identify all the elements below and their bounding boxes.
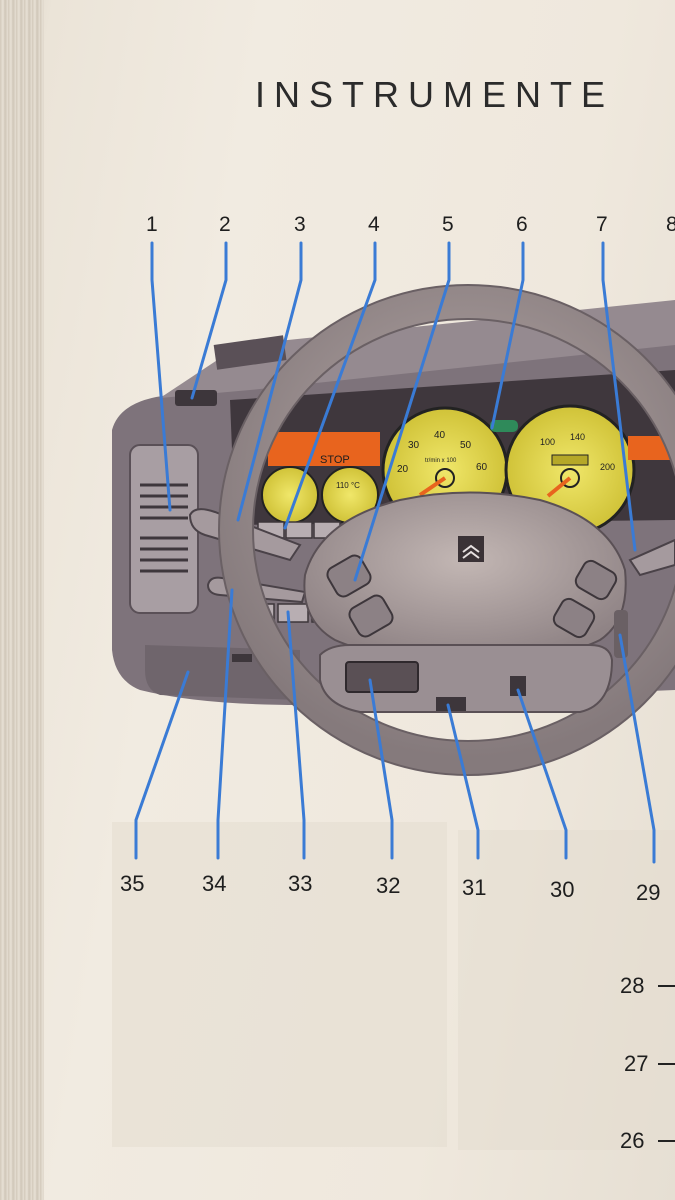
warning-lamp-panel	[268, 432, 380, 466]
callout-28: 28	[620, 973, 645, 998]
tach-label-60: 60	[476, 462, 488, 473]
speedo-label-100: 100	[540, 437, 555, 447]
air-vent	[129, 444, 199, 614]
control-31	[436, 697, 466, 711]
callout-27: 27	[624, 1051, 649, 1076]
callout-line-6	[490, 241, 525, 430]
glovebox-latch	[232, 654, 252, 662]
page-title: INSTRUMENTE	[255, 74, 614, 115]
tach-unit: tr/min x 100	[425, 458, 457, 464]
tach-label-50: 50	[460, 440, 472, 451]
speedometer-hub	[560, 468, 580, 488]
speaker-grille	[213, 335, 287, 370]
hub-buttons-right	[552, 559, 618, 639]
tachometer-hub	[435, 468, 455, 488]
right-stalk	[628, 538, 675, 577]
tach-label-40: 40	[434, 430, 446, 441]
speedo-label-200: 200	[600, 462, 615, 472]
warning-stop-label: STOP	[320, 454, 350, 466]
callout-6: 6	[516, 213, 528, 236]
callout-2: 2	[219, 213, 231, 236]
callout-line-5	[353, 241, 451, 582]
callout-line-1	[150, 241, 172, 512]
callout-33: 33	[288, 871, 313, 896]
callout-7: 7	[596, 213, 608, 236]
callout-35: 35	[120, 871, 145, 896]
callout-8: 8	[666, 213, 675, 236]
callout-30: 30	[550, 877, 575, 902]
tach-label-30: 30	[408, 440, 420, 451]
hazard-switch	[175, 390, 217, 406]
control-30	[510, 676, 526, 696]
callout-26: 26	[620, 1128, 645, 1153]
callout-line-32	[368, 678, 394, 860]
steering-wheel-rim-inner	[252, 318, 675, 742]
callout-lines	[134, 241, 656, 864]
callout-1: 1	[146, 213, 158, 236]
callout-line-34	[216, 588, 234, 860]
steering-wheel-rim-edge	[218, 284, 675, 776]
callout-line-31	[446, 703, 480, 860]
text-panel-left	[112, 822, 447, 1147]
callout-line-29	[618, 633, 656, 864]
callout-line-33	[286, 610, 306, 860]
air-vent-slats	[140, 483, 188, 573]
callout-34: 34	[202, 871, 227, 896]
speedometer-needle	[546, 476, 572, 498]
callout-line-35	[134, 670, 190, 860]
callout-32: 32	[376, 873, 401, 898]
steering-wheel-rim	[219, 285, 675, 775]
citroen-logo-icon	[458, 536, 484, 562]
callout-3: 3	[294, 213, 306, 236]
page-stack-edge	[0, 0, 44, 1200]
tachometer-needle	[418, 476, 447, 497]
callout-line-7	[601, 241, 637, 552]
callout-4: 4	[368, 213, 380, 236]
callout-line-3	[236, 241, 303, 522]
speedo-label-140: 140	[570, 432, 585, 442]
horn-control-32	[345, 661, 419, 693]
indicator-lamp	[490, 420, 518, 432]
odometer	[551, 454, 589, 466]
callout-5: 5	[442, 213, 454, 236]
tach-label-20: 20	[397, 464, 409, 475]
callout-31: 31	[462, 875, 487, 900]
text-panel-right	[458, 830, 675, 1150]
right-callout-ticks	[658, 985, 675, 1142]
callout-line-30	[516, 688, 568, 860]
callout-line-2	[190, 241, 228, 400]
temp-label-110: 110 °C	[336, 481, 360, 490]
callout-line-4	[283, 241, 377, 530]
callout-29: 29	[636, 880, 661, 905]
